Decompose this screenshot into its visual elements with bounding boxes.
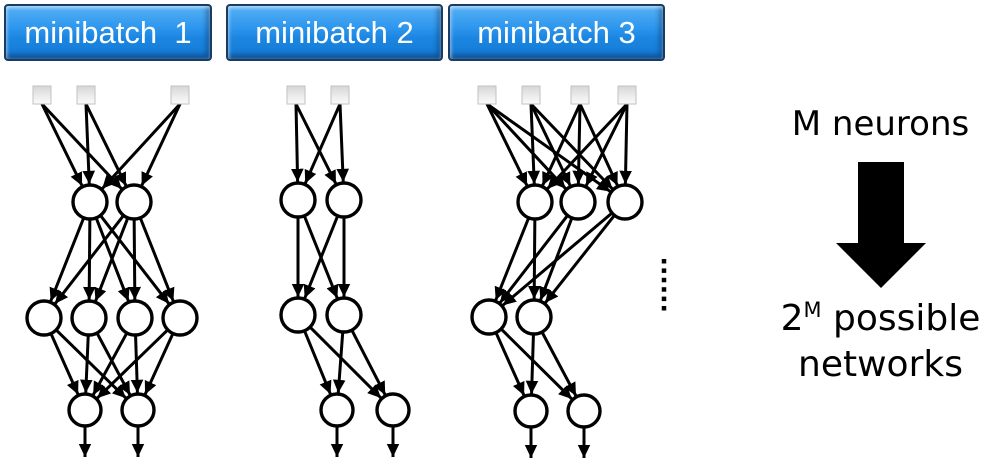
connection-arrow: [101, 102, 182, 190]
input-node: [76, 85, 96, 105]
neuron-node: [515, 298, 553, 336]
connection-arrow: [128, 218, 142, 301]
connection-arrow: [619, 103, 632, 185]
connection-arrow: [584, 103, 629, 187]
possible-networks-line1: 2M possible: [780, 298, 981, 339]
neuron-node: [25, 299, 63, 337]
ellipsis-dot: [661, 287, 667, 292]
neuron-node: [116, 299, 154, 337]
connection-arrow: [130, 334, 144, 394]
neuron-node: [513, 393, 549, 429]
network-2-diagram: [279, 85, 411, 457]
input-node: [570, 85, 590, 105]
ellipsis-dot: [661, 277, 667, 283]
connection-arrow: [291, 103, 304, 183]
connection-arrow: [486, 102, 612, 193]
neuron-node: [67, 392, 103, 428]
connection-arrow: [350, 329, 387, 396]
network-1-diagram: [25, 85, 199, 457]
neuron-node: [319, 392, 355, 428]
connection-arrow: [95, 332, 132, 396]
input-node: [32, 85, 52, 105]
ellipsis-dot: [661, 259, 667, 264]
m-neurons-text: M neurons: [791, 104, 970, 144]
network-3-diagram: [470, 85, 644, 458]
input-node: [521, 85, 541, 105]
connection-arrow: [49, 217, 86, 302]
connection-arrow: [500, 327, 573, 401]
connection-arrow: [303, 103, 342, 185]
neuron-node: [279, 296, 317, 334]
neuron-node: [70, 299, 108, 337]
neuron-node: [115, 183, 153, 221]
connection-arrow: [485, 102, 567, 190]
neuron-node: [279, 181, 317, 219]
connection-arrow: [525, 333, 539, 395]
connection-arrow: [332, 331, 346, 394]
input-node: [286, 85, 306, 105]
connection-arrow: [303, 215, 340, 299]
connection-arrow: [546, 102, 629, 190]
neuron-node: [470, 298, 508, 336]
connection-arrow: [336, 103, 349, 183]
neuron-node: [559, 183, 597, 221]
neuron-node: [71, 183, 109, 221]
neuron-node: [566, 393, 602, 429]
neuron-node: [120, 392, 156, 428]
connection-arrow: [494, 217, 531, 301]
connection-arrow: [294, 103, 338, 185]
ellipsis-dot: [661, 268, 667, 273]
connection-arrow: [494, 331, 526, 397]
minibatch-1-button[interactable]: minibatch 1: [4, 4, 212, 61]
connection-arrow: [138, 217, 175, 302]
neuron-node: [161, 299, 199, 337]
connection-arrow: [40, 103, 84, 187]
possible-networks-line2: networks: [798, 344, 963, 385]
minibatch-3-label: minibatch 3: [477, 14, 636, 50]
connection-arrow: [303, 330, 332, 395]
connection-arrow: [501, 211, 613, 307]
neuron-node: [606, 183, 644, 221]
connection-arrow: [541, 103, 582, 187]
connection-arrow: [572, 103, 585, 185]
connection-arrow: [55, 328, 127, 400]
ellipsis-dot: [661, 306, 667, 311]
connection-arrow: [498, 214, 569, 304]
neuron-node: [325, 181, 363, 219]
connection-arrow: [82, 103, 96, 185]
neuron-node: [375, 392, 411, 428]
input-node: [477, 85, 497, 105]
connection-arrow: [578, 103, 619, 187]
connection-arrow: [543, 214, 616, 304]
input-node: [617, 85, 637, 105]
connection-arrow: [96, 328, 169, 400]
annotation-panel: M neurons 2M possible networks: [760, 104, 1001, 388]
connection-arrow: [485, 103, 529, 187]
connection-arrow: [143, 332, 175, 396]
minibatch-1-label: minibatch 1: [24, 14, 192, 50]
connection-arrow: [49, 332, 80, 396]
neuron-node: [516, 183, 554, 221]
connection-arrow: [308, 325, 383, 400]
connection-arrow: [94, 217, 130, 302]
minibatch-3-button[interactable]: minibatch 3: [448, 4, 665, 61]
connection-arrow: [529, 102, 614, 191]
minibatch-2-label: minibatch 2: [255, 14, 414, 50]
connection-arrow: [527, 103, 541, 185]
connection-arrow: [140, 103, 182, 187]
down-arrow-icon: [835, 162, 926, 288]
input-node: [330, 85, 350, 105]
connection-arrow: [53, 214, 125, 305]
connection-arrow: [540, 331, 578, 397]
minibatch-2-button[interactable]: minibatch 2: [226, 4, 443, 61]
input-node: [170, 85, 190, 105]
possible-networks-text: 2M possible networks: [760, 296, 1001, 388]
connection-arrow: [80, 334, 93, 394]
connection-arrow: [40, 102, 123, 190]
neuron-node: [325, 296, 363, 334]
ellipsis-dot: [661, 296, 667, 302]
